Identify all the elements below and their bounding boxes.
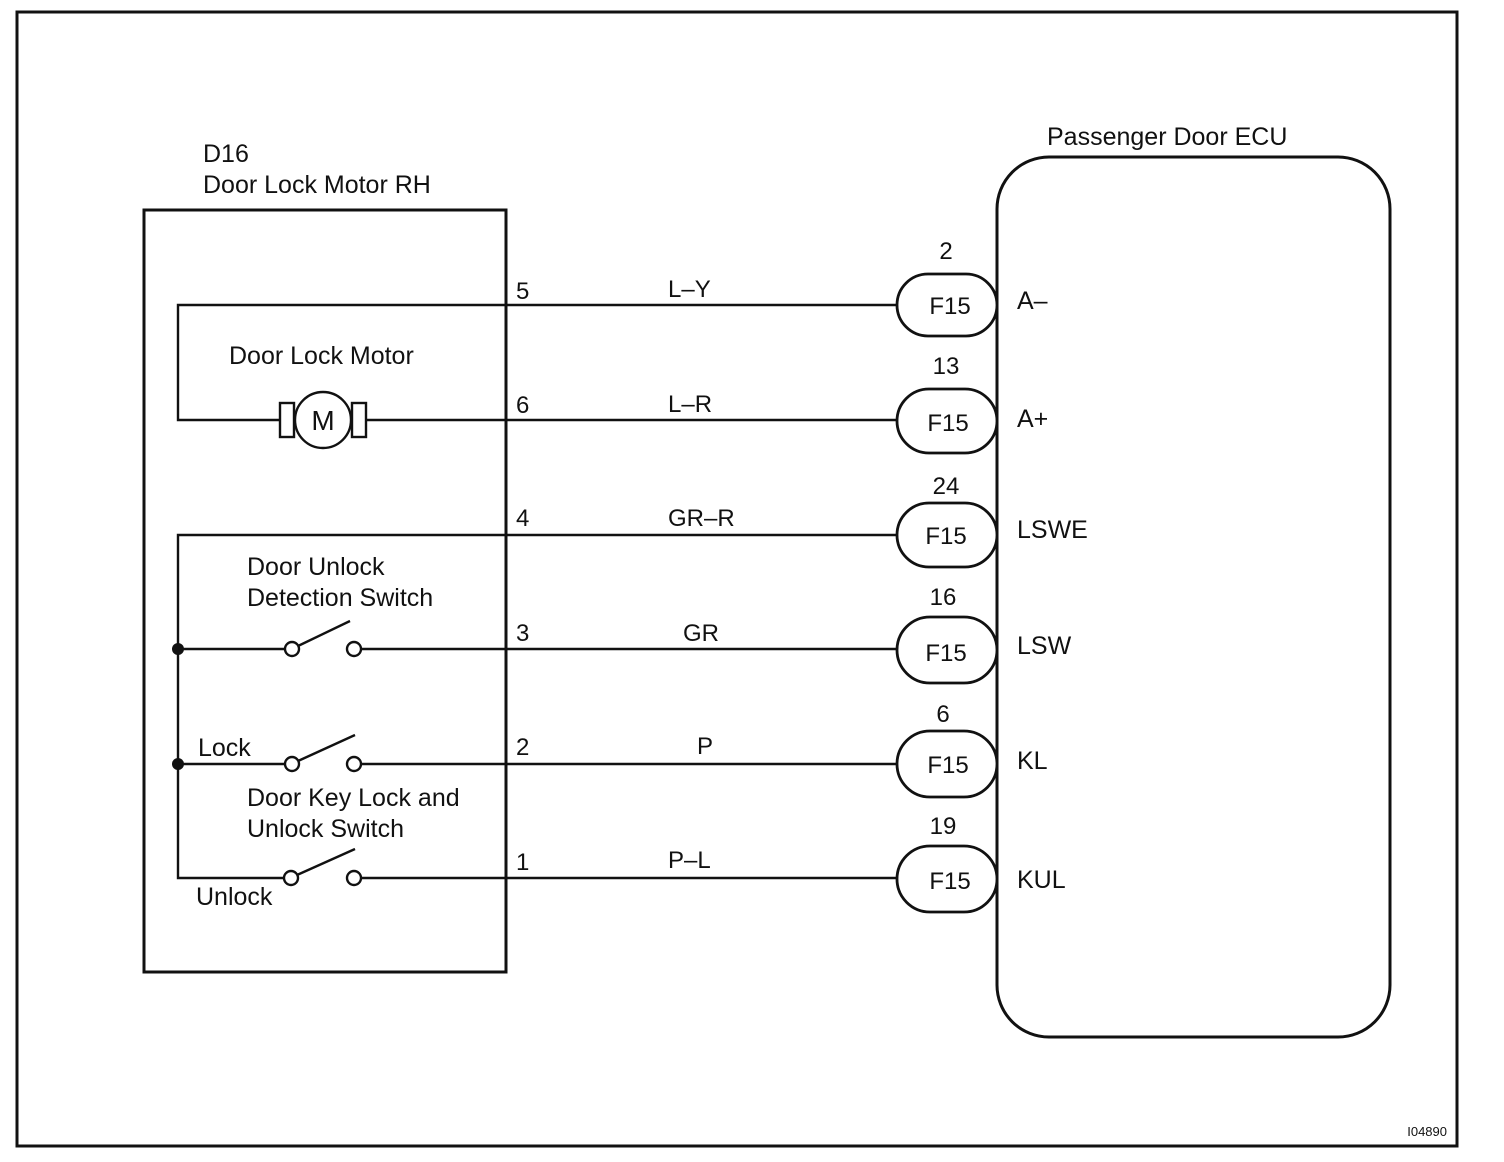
key-switch-label-1: Door Key Lock and [247,784,460,812]
ecu-terminal: KL [1017,747,1048,775]
ecu-pin-number: 2 [939,238,952,265]
figure-id: I04890 [1407,1124,1447,1139]
connector-f15 [895,844,999,914]
unlock-detection-switch [178,619,506,658]
wire-row: 1 P–L 19 F15 KUL [506,813,1066,914]
diagram-frame [15,10,1459,1148]
wire-color: L–R [668,391,712,418]
wire-row: 5 L–Y 2 F15 A– [506,238,1048,338]
connector-f15 [895,272,999,338]
motor-m-symbol: M [311,405,334,436]
pin-number: 3 [516,620,529,647]
door-lock-motor-label: Door Lock Motor [229,342,414,370]
connector-label: F15 [927,752,968,779]
ecu-pin-number: 19 [930,813,957,840]
connector-f15 [895,729,999,799]
pin-number: 6 [516,392,529,419]
ecu-title: Passenger Door ECU [1047,123,1287,151]
key-switch-label-2: Unlock Switch [247,815,404,843]
ecu-pin-number: 24 [933,473,960,500]
connector-label: F15 [925,523,966,550]
connector-label: F15 [927,410,968,437]
key-unlock-switch [282,847,506,887]
unlock-label: Unlock [196,883,273,911]
ecu-terminal: LSWE [1017,516,1088,544]
ecu-terminal: A– [1017,287,1048,315]
ecu-terminal: LSW [1017,632,1072,660]
lock-label: Lock [198,734,251,762]
ecu-terminal: A+ [1017,405,1048,433]
ecu-pin-number: 16 [930,584,957,611]
pin-number: 2 [516,734,529,761]
motor-loop-wire [176,303,506,422]
unlock-detection-label-2: Detection Switch [247,584,433,612]
key-lock-switch [178,733,506,773]
ecu-box [995,155,1392,1039]
pin-number: 4 [516,505,529,532]
motor-symbol: M [278,390,368,450]
unlock-detection-label-1: Door Unlock [247,553,385,581]
connector-label: F15 [929,868,970,895]
wire-color: P–L [668,847,711,874]
wire-color: P [697,733,713,760]
wire-color: L–Y [668,276,711,303]
ecu-pin-number: 13 [933,353,960,380]
connector-label: F15 [929,293,970,320]
door-lock-motor-box [142,208,508,974]
motor-block-title: Door Lock Motor RH [203,171,431,199]
motor-block-code: D16 [203,140,249,168]
connector-f15 [895,615,999,685]
pin-number: 1 [516,849,529,876]
ecu-terminal: KUL [1017,866,1066,894]
connector-f15 [895,387,999,455]
ecu-pin-number: 6 [936,701,949,728]
connector-label: F15 [925,640,966,667]
wire-color: GR–R [668,505,735,532]
wire-row: 6 L–R 13 F15 A+ [506,353,1048,455]
switch-common-wire [176,533,506,880]
wire-color: GR [683,620,719,647]
wire-row: 3 GR 16 F15 LSW [506,584,1072,685]
pin-number: 5 [516,278,529,305]
wire-row: 2 P 6 F15 KL [506,701,1048,799]
wire-row: 4 GR–R 24 F15 LSWE [506,473,1088,569]
connector-f15 [895,501,999,569]
